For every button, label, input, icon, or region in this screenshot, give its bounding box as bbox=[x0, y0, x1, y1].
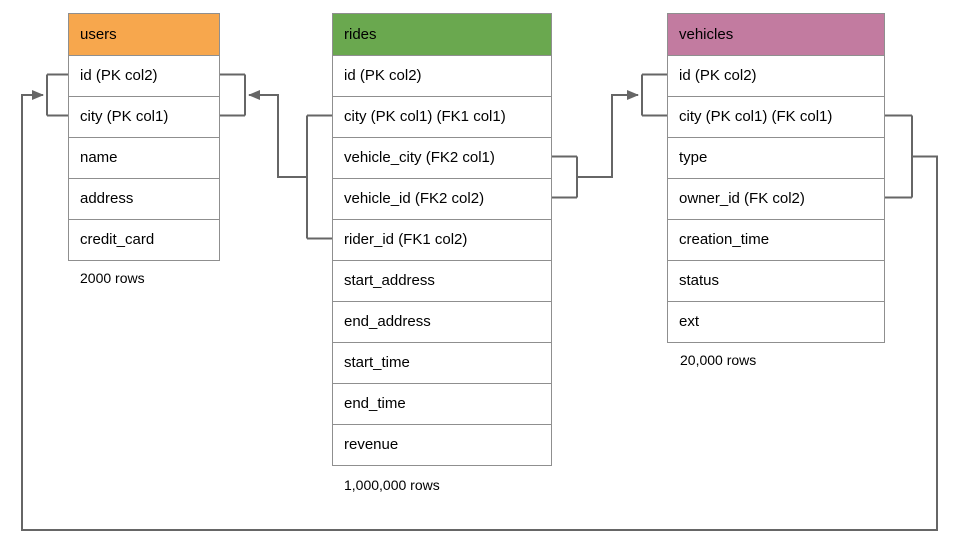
table-row-vehicles: owner_id (FK col2) bbox=[668, 178, 884, 219]
table-vehicles-header: vehicles bbox=[668, 14, 884, 55]
table-rides-columns: id (PK col2)city (PK col1) (FK1 col1)veh… bbox=[333, 55, 551, 465]
table-users-header: users bbox=[69, 14, 219, 55]
table-row-rides: vehicle_city (FK2 col1) bbox=[333, 137, 551, 178]
table-row-rides: end_address bbox=[333, 301, 551, 342]
table-vehicles-columns: id (PK col2)city (PK col1) (FK col1)type… bbox=[668, 55, 884, 342]
table-row-rides: revenue bbox=[333, 424, 551, 465]
table-rides: rides id (PK col2)city (PK col1) (FK1 co… bbox=[332, 13, 552, 466]
table-row-rides: end_time bbox=[333, 383, 551, 424]
table-row-vehicles: type bbox=[668, 137, 884, 178]
table-row-rides: start_address bbox=[333, 260, 551, 301]
table-row-users: city (PK col1) bbox=[69, 96, 219, 137]
table-row-vehicles: creation_time bbox=[668, 219, 884, 260]
table-row-vehicles: status bbox=[668, 260, 884, 301]
table-row-vehicles: id (PK col2) bbox=[668, 55, 884, 96]
table-row-users: id (PK col2) bbox=[69, 55, 219, 96]
table-row-vehicles: city (PK col1) (FK col1) bbox=[668, 96, 884, 137]
users-row-count: 2000 rows bbox=[80, 270, 145, 286]
table-rides-header: rides bbox=[333, 14, 551, 55]
relationship-rides-fk1-to-users bbox=[220, 73, 332, 240]
table-row-users: address bbox=[69, 178, 219, 219]
rides-row-count: 1,000,000 rows bbox=[344, 477, 440, 493]
table-row-rides: city (PK col1) (FK1 col1) bbox=[333, 96, 551, 137]
vehicles-row-count: 20,000 rows bbox=[680, 352, 757, 368]
table-row-users: credit_card bbox=[69, 219, 219, 260]
table-row-users: name bbox=[69, 137, 219, 178]
table-row-rides: rider_id (FK1 col2) bbox=[333, 219, 551, 260]
table-vehicles: vehicles id (PK col2)city (PK col1) (FK … bbox=[667, 13, 885, 343]
table-row-rides: start_time bbox=[333, 342, 551, 383]
table-row-rides: vehicle_id (FK2 col2) bbox=[333, 178, 551, 219]
relationship-rides-fk2-to-vehicles bbox=[552, 73, 667, 199]
table-row-vehicles: ext bbox=[668, 301, 884, 342]
relationship-vehicles-fk-to-users bbox=[21, 73, 938, 531]
table-row-rides: id (PK col2) bbox=[333, 55, 551, 96]
